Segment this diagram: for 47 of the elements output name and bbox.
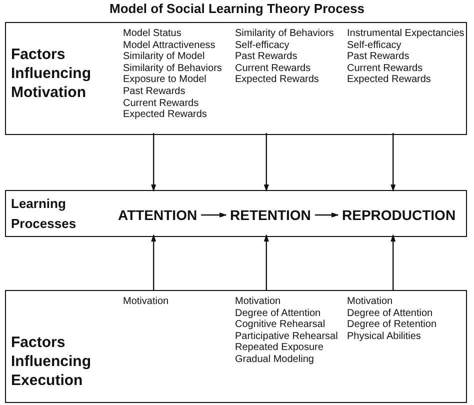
factor-text: Self-efficacy: [235, 40, 290, 52]
arrow: [151, 133, 156, 192]
factor-text: Past Rewards: [347, 51, 410, 63]
arrow: [390, 234, 396, 291]
factor-text: Participative Rehearsal: [235, 330, 338, 342]
factor-text: Motivation: [235, 296, 281, 308]
factor-text: Expected Rewards: [235, 74, 319, 86]
section-heading: Learning Processes: [11, 195, 78, 233]
factor-text: Physical Abilities: [347, 330, 421, 342]
section-band: [5, 22, 467, 135]
factor-text: Past Rewards: [235, 51, 298, 63]
factor-text: Similarity of Behaviors: [235, 28, 334, 40]
section-heading: Factors Influencing Execution: [11, 333, 92, 390]
section-heading: Factors Influencing Motivation: [11, 45, 92, 102]
factor-text: Motivation: [123, 296, 169, 308]
arrow: [390, 133, 396, 192]
section-band: [5, 290, 467, 403]
factor-text: Cognitive Rehearsal: [235, 319, 326, 331]
section-band: [5, 190, 467, 237]
factor-text: Repeated Exposure: [235, 342, 324, 354]
factor-text: Similarity of Behaviors: [123, 62, 222, 74]
factor-text: Instrumental Expectancies: [347, 28, 464, 40]
arrow: [264, 133, 269, 192]
arrow: [151, 234, 156, 291]
factor-text: Exposure to Model: [123, 74, 206, 86]
factor-text: Self-efficacy: [347, 40, 402, 52]
factor-text: Past Rewards: [123, 86, 186, 98]
diagram-title: Model of Social Learning Theory Process: [108, 1, 366, 16]
factor-text: Expected Rewards: [123, 109, 207, 121]
factor-text: Similarity of Model: [123, 51, 205, 63]
factor-text: Current Rewards: [123, 98, 199, 110]
factor-text: Gradual Modeling: [235, 354, 314, 366]
factor-text: Expected Rewards: [347, 74, 431, 86]
process-label: ATTENTION: [118, 207, 198, 223]
factor-text: Current Rewards: [347, 62, 423, 74]
arrow: [201, 212, 227, 218]
factor-text: Motivation: [347, 296, 393, 308]
factor-text: Degree of Attention: [235, 308, 321, 320]
factor-text: Degree of Attention: [347, 308, 433, 320]
factor-text: Degree of Retention: [347, 319, 437, 331]
arrow: [264, 234, 269, 291]
factor-text: Model Status: [123, 28, 182, 40]
process-label: RETENTION: [230, 207, 311, 223]
factor-text: Current Rewards: [235, 62, 311, 74]
process-label: REPRODUCTION: [342, 207, 456, 223]
arrow: [314, 212, 339, 218]
factor-text: Model Attractiveness: [123, 40, 216, 52]
